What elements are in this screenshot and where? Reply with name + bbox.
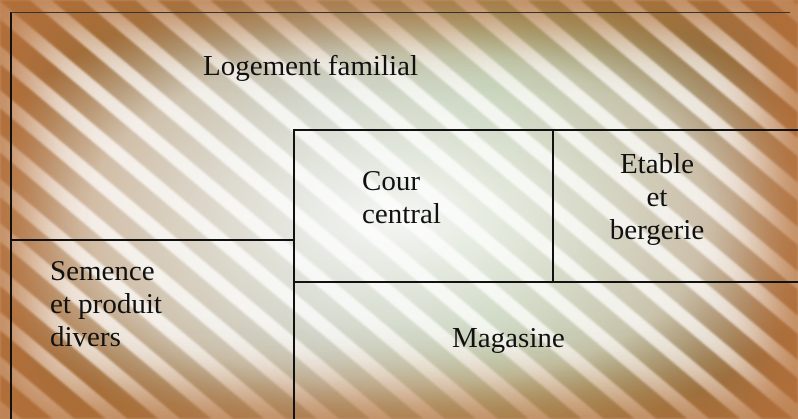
wall-cour-left [293,129,295,419]
wall-above-magasine [293,281,798,283]
wall-top-of-central-block [293,129,798,131]
room-label-etable-et-bergerie: Etable et bergerie [609,148,705,246]
wall-cour-etable-divider [552,129,554,282]
room-label-logement-familial: Logement familial [203,50,419,82]
wall-above-semence [10,239,295,241]
plan-outline [10,12,790,419]
room-label-semence-et-produit-divers: Semence et produit divers [50,255,162,353]
room-label-magasine: Magasine [452,322,565,354]
room-label-cour-central: Cour central [362,165,441,230]
